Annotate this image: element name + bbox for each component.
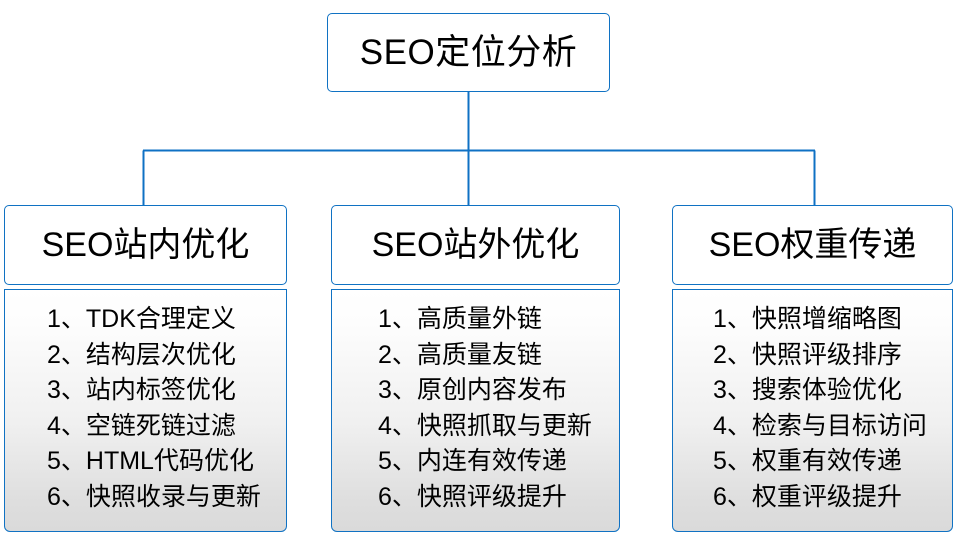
branch-list-1: 1、TDK合理定义 2、结构层次优化 3、站内标签优化 4、空链死链过滤 5、H… [5, 302, 286, 515]
root-node-label: SEO定位分析 [359, 33, 578, 72]
branch-list-3: 1、快照增缩略图 2、快照评级排序 3、搜索体验优化 4、检索与目标访问 5、权… [673, 302, 952, 515]
list-item: 3、搜索体验优化 [713, 376, 902, 404]
list-item: 6、快照收录与更新 [47, 482, 261, 511]
list-item: 4、快照抓取与更新 [378, 411, 592, 440]
list-item: 3、站内标签优化 [47, 376, 236, 404]
branch-header-3[interactable]: SEO权重传递 [672, 205, 953, 285]
branch-header-label-2: SEO站外优化 [371, 226, 580, 264]
root-node[interactable]: SEO定位分析 [327, 13, 610, 92]
list-item: 1、快照增缩略图 [713, 305, 902, 333]
list-item: 4、检索与目标访问 [713, 411, 927, 440]
branch-header-1[interactable]: SEO站内优化 [4, 205, 287, 285]
branch-column-2: SEO站外优化 1、高质量外链 2、高质量友链 3、原创内容发布 4、快照抓取与… [331, 205, 620, 532]
branch-body-2: 1、高质量外链 2、高质量友链 3、原创内容发布 4、快照抓取与更新 5、内连有… [331, 289, 620, 532]
branch-body-3: 1、快照增缩略图 2、快照评级排序 3、搜索体验优化 4、检索与目标访问 5、权… [672, 289, 953, 532]
list-item: 3、原创内容发布 [378, 376, 567, 404]
list-item: 5、权重有效传递 [713, 447, 902, 475]
list-item: 2、结构层次优化 [47, 340, 236, 369]
branch-header-label-1: SEO站内优化 [41, 226, 250, 264]
branch-column-3: SEO权重传递 1、快照增缩略图 2、快照评级排序 3、搜索体验优化 4、检索与… [672, 205, 953, 532]
list-item: 2、高质量友链 [378, 340, 542, 369]
list-item: 1、高质量外链 [378, 305, 542, 333]
branch-column-1: SEO站内优化 1、TDK合理定义 2、结构层次优化 3、站内标签优化 4、空链… [4, 205, 287, 532]
list-item: 1、TDK合理定义 [47, 305, 236, 333]
list-item: 2、快照评级排序 [713, 340, 902, 369]
branch-header-label-3: SEO权重传递 [708, 226, 917, 264]
branch-header-2[interactable]: SEO站外优化 [331, 205, 620, 285]
list-item: 5、HTML代码优化 [47, 447, 254, 475]
list-item: 4、空链死链过滤 [47, 411, 236, 440]
list-item: 6、权重评级提升 [713, 482, 902, 511]
branch-body-1: 1、TDK合理定义 2、结构层次优化 3、站内标签优化 4、空链死链过滤 5、H… [4, 289, 287, 532]
list-item: 6、快照评级提升 [378, 482, 567, 511]
list-item: 5、内连有效传递 [378, 447, 567, 475]
branch-list-2: 1、高质量外链 2、高质量友链 3、原创内容发布 4、快照抓取与更新 5、内连有… [332, 302, 619, 515]
